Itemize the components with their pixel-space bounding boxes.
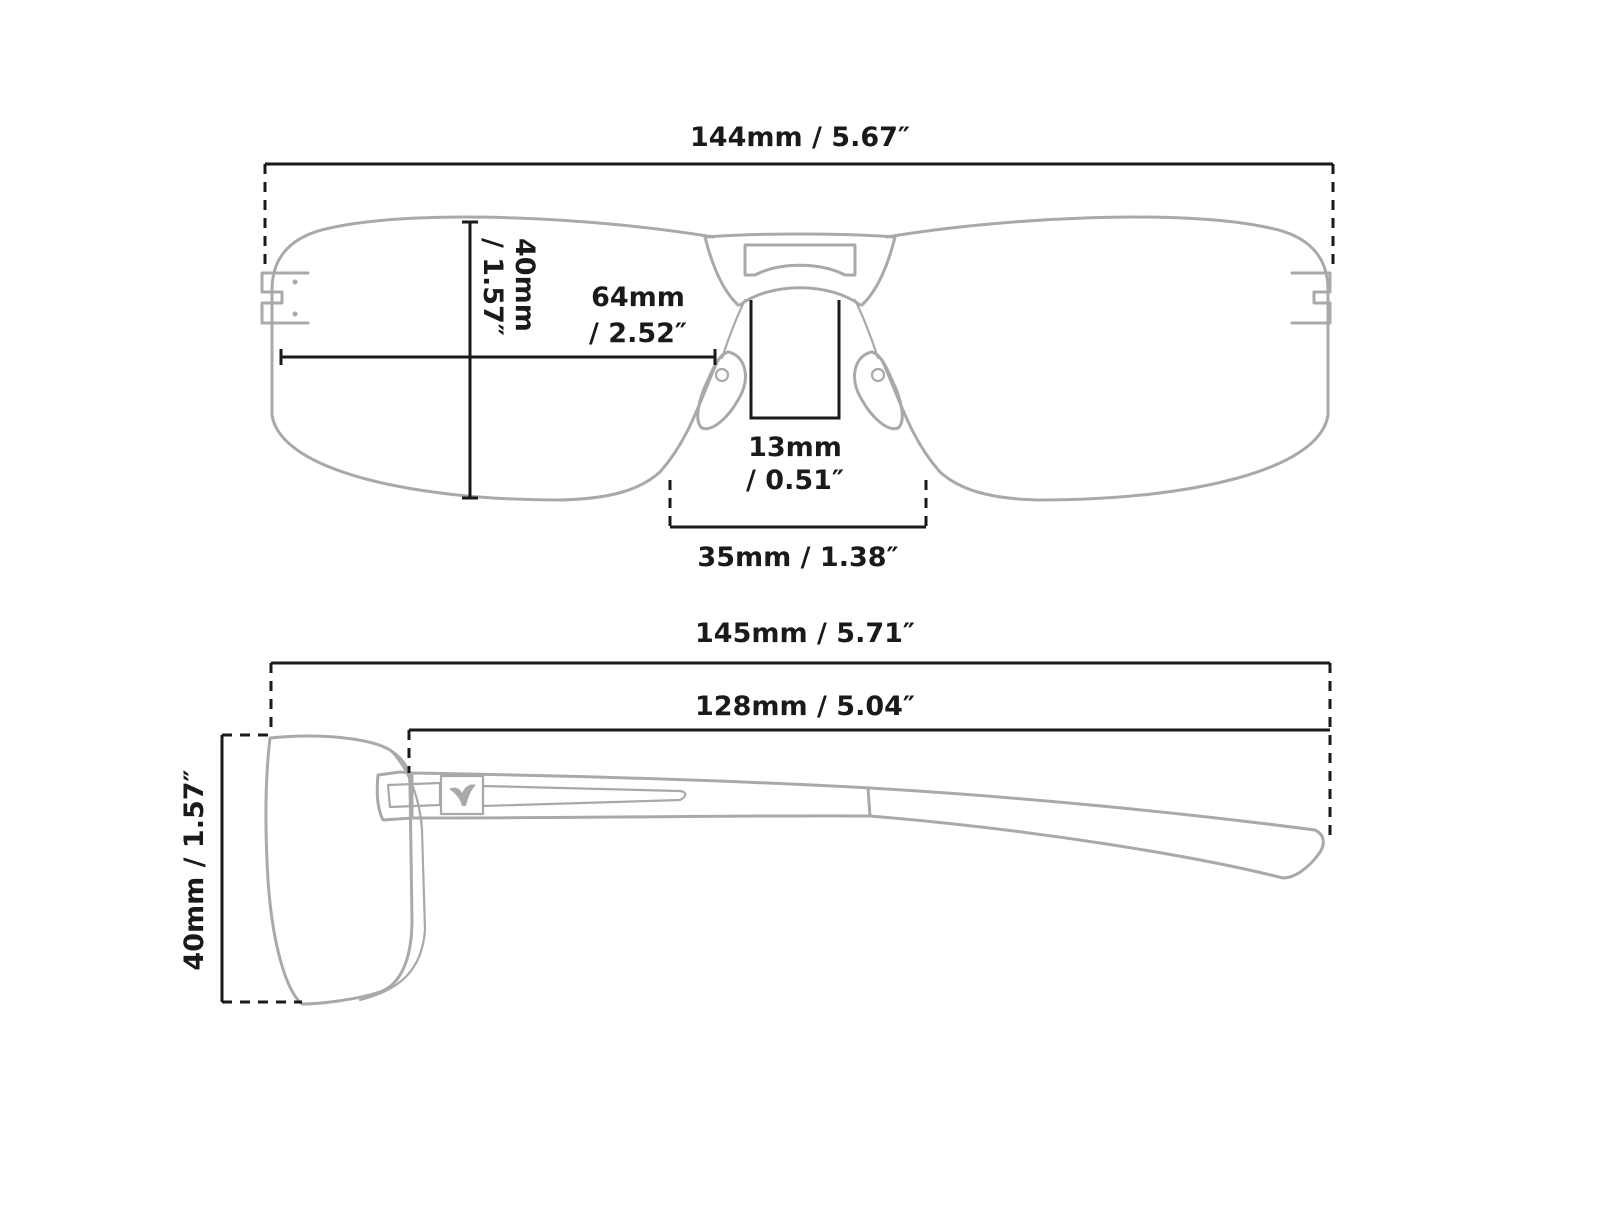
left-nose-pad <box>696 350 747 431</box>
left-end-rivet-bottom <box>292 311 298 317</box>
lens-height-label-mm: 40mm <box>509 238 540 332</box>
bridge-dimension-bracket <box>749 300 841 420</box>
side-lens-inner <box>358 748 427 1002</box>
left-lens-outline <box>270 215 720 502</box>
right-end-piece <box>1290 271 1332 325</box>
temple-cutout <box>481 784 687 808</box>
bridge-top <box>703 232 897 239</box>
nose-width-label: 35mm / 1.38″ <box>697 542 898 573</box>
bridge-label-mm: 13mm <box>748 432 842 463</box>
bridge-label-in: / 0.51″ <box>746 465 844 496</box>
bridge-left-side <box>703 235 740 307</box>
side-view: 145mm / 5.71″ 128mm / 5.04″ 40mm / 1.57″ <box>179 618 1332 1006</box>
lens-width-label-in: / 2.52″ <box>589 318 687 349</box>
bridge-arch <box>738 286 862 307</box>
side-temple-lower <box>410 814 1285 880</box>
left-end-piece <box>260 271 310 325</box>
bridge-right-side <box>860 235 897 307</box>
front-view: 144mm / 5.67″ 40mm / 1.57″ 64mm / 2.52″ … <box>260 122 1335 573</box>
temple-length-label: 128mm / 5.04″ <box>695 691 915 722</box>
side-temple-upper <box>408 771 1317 832</box>
total-width-label: 144mm / 5.67″ <box>690 122 910 153</box>
lens-height-label-group: 40mm / 1.57″ <box>477 238 540 336</box>
right-nose-pad <box>853 350 904 431</box>
left-nose-pad-screw <box>714 367 730 383</box>
side-lens-outline <box>264 734 414 1006</box>
right-nose-pad-screw <box>870 367 886 383</box>
left-pad-arm <box>720 298 747 360</box>
side-height-label: 40mm / 1.57″ <box>179 769 210 970</box>
brand-logo-icon <box>449 784 476 806</box>
lens-height-label-in: / 1.57″ <box>477 238 508 336</box>
side-temple-joint <box>866 786 872 818</box>
side-hinge <box>375 770 414 822</box>
left-end-rivet-top <box>292 279 298 285</box>
total-length-label: 145mm / 5.71″ <box>695 618 915 649</box>
side-temple-tip <box>1281 828 1325 880</box>
right-pad-arm <box>853 298 880 360</box>
lens-width-label-mm: 64mm <box>591 282 685 313</box>
bridge-inner-block <box>743 243 857 277</box>
right-lens-outline <box>880 215 1330 502</box>
